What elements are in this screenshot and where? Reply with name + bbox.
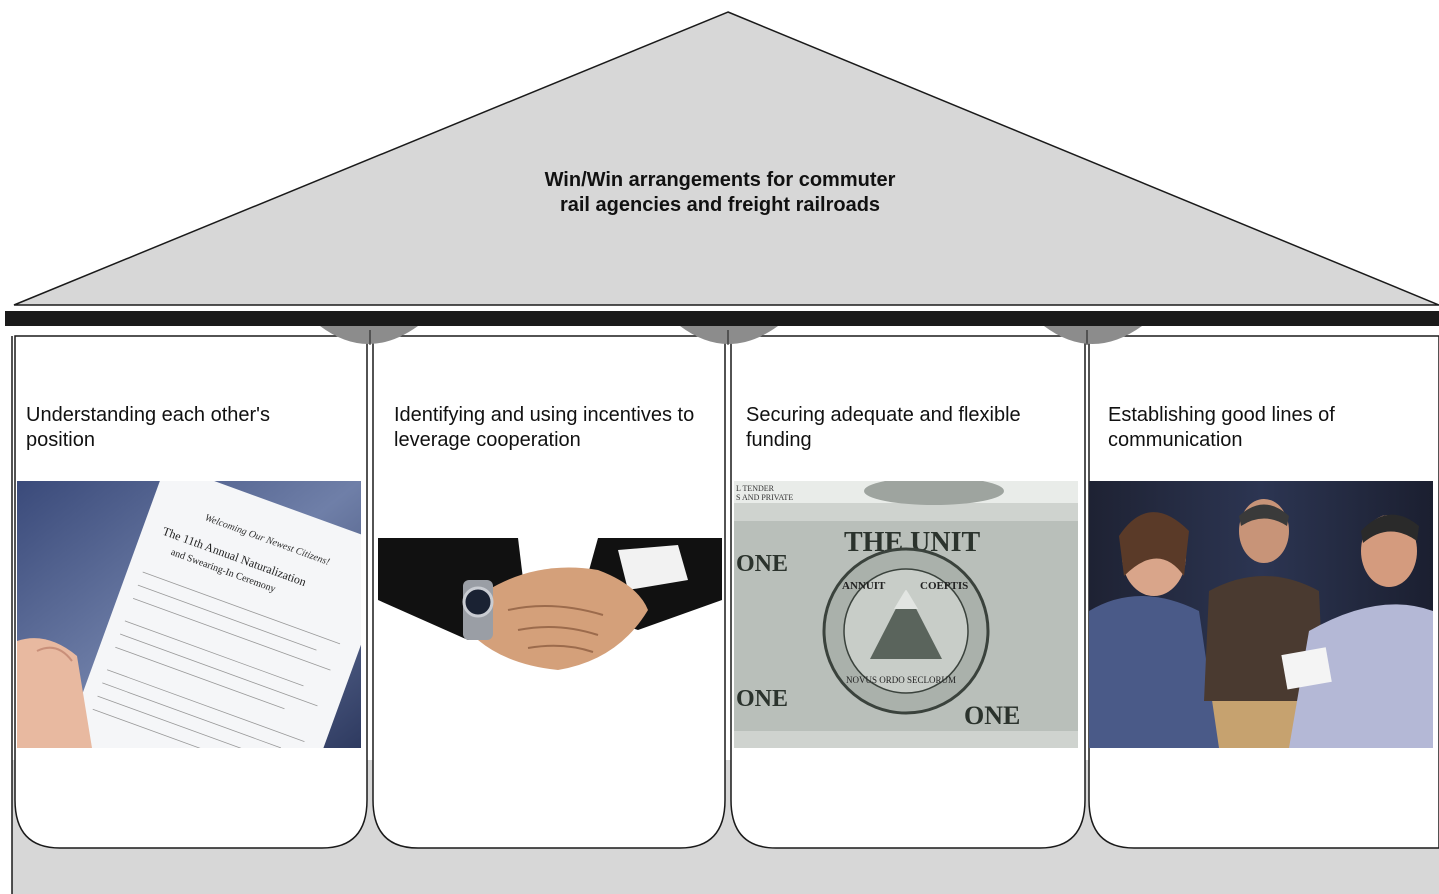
roof-title: Win/Win arrangements for commuter rail a… bbox=[440, 168, 1000, 218]
pillar-label-communication: Establishing good lines of communication bbox=[1108, 403, 1438, 453]
bill-tender-text: L TENDER bbox=[736, 484, 775, 493]
pillar-2-label-line-2: leverage cooperation bbox=[394, 429, 581, 451]
roof-title-line-2: rail agencies and freight railroads bbox=[559, 194, 881, 216]
roof-beam bbox=[5, 311, 1439, 326]
pillar-1-label-line-2: position bbox=[26, 429, 95, 451]
pillar-4-label-line-2: communication bbox=[1108, 429, 1243, 451]
bill-seal-right-text: COEPTIS bbox=[920, 580, 968, 592]
pillar-label-incentives: Identifying and using incentives to leve… bbox=[394, 403, 724, 453]
pillar-3-label-line-2: funding bbox=[746, 429, 812, 451]
capital-3 bbox=[1044, 326, 1142, 344]
bill-one-left-text: ONE bbox=[736, 551, 788, 577]
pillar-label-position: Understanding each other's position bbox=[26, 403, 356, 453]
dollar-bill-photo: L TENDER S AND PRIVATE THE UNIT ONE ANNU… bbox=[734, 481, 1078, 748]
handshake-photo bbox=[378, 530, 722, 700]
bill-seal-bottom-text: NOVUS ORDO SECLORUM bbox=[846, 675, 956, 685]
bill-one-right-text: ONE bbox=[964, 701, 1020, 730]
bill-private-text: S AND PRIVATE bbox=[736, 493, 793, 502]
roof-title-line-1: Win/Win arrangements for commuter bbox=[544, 169, 896, 191]
pillar-2-label-line-1: Identifying and using incentives to bbox=[394, 404, 695, 426]
roof-shape bbox=[13, 11, 1439, 306]
bill-seal-left-text: ANNUIT bbox=[842, 580, 886, 592]
capital-2 bbox=[680, 326, 778, 344]
capital-1 bbox=[320, 326, 418, 344]
bill-one-bottom-text: ONE bbox=[736, 686, 788, 712]
pillar-label-funding: Securing adequate and flexible funding bbox=[746, 403, 1076, 453]
naturalization-certificate-photo: Welcoming Our Newest Citizens! The 11th … bbox=[17, 481, 361, 748]
pillar-1-label-line-1: Understanding each other's bbox=[26, 404, 270, 426]
business-meeting-photo bbox=[1089, 481, 1433, 748]
pillar-3-label-line-1: Securing adequate and flexible bbox=[746, 404, 1021, 426]
pillar-4-label-line-1: Establishing good lines of bbox=[1108, 404, 1335, 426]
capitals bbox=[320, 326, 1142, 345]
